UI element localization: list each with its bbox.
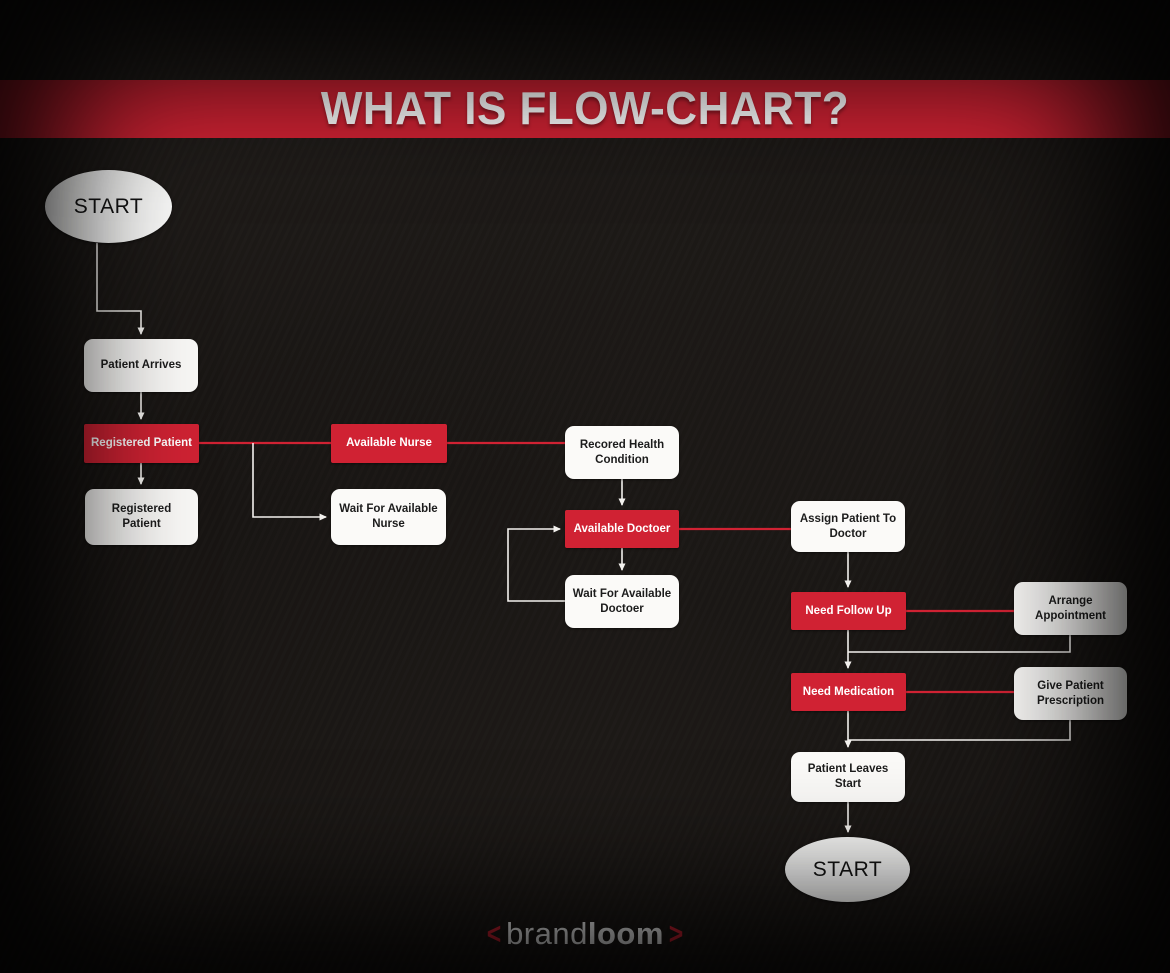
- node-wait-available-nurse-label: Wait For Available Nurse: [339, 503, 438, 530]
- node-available-doctoer-label: Available Doctoer: [573, 522, 671, 535]
- node-available-nurse-label: Available Nurse: [346, 437, 432, 450]
- node-available-doctoer: Available Doctoer: [565, 510, 679, 548]
- node-start-top-label: START: [73, 194, 144, 218]
- node-registered-patient-white: Registered Patient: [85, 489, 198, 545]
- node-assign-patient-to-doctor: Assign Patient To Doctor: [791, 501, 905, 552]
- node-patient-leaves-start-label: Patient Leaves Start: [807, 763, 889, 790]
- connector-wait-doctoer-loop-to-available-doctoer: [507, 525, 565, 602]
- logo-open-bracket-icon: <: [486, 916, 502, 951]
- node-available-nurse: Available Nurse: [331, 424, 447, 463]
- node-patient-arrives-label: Patient Arrives: [100, 359, 182, 372]
- connector-branch-to-wait-available-nurse: [252, 443, 327, 521]
- node-patient-arrives: Patient Arrives: [84, 339, 198, 392]
- node-need-medication: Need Medication: [791, 673, 906, 711]
- node-recored-health-condition: Recored Health Condition: [565, 426, 679, 479]
- title-band: WHAT IS FLOW-CHART?: [0, 80, 1170, 138]
- connector-arrange-appointment-return: [848, 634, 1071, 653]
- node-start-bottom: START: [785, 837, 910, 902]
- logo-loom-text: loom: [587, 916, 664, 951]
- connector-start-to-patient-arrives: [96, 243, 145, 335]
- page-title: WHAT IS FLOW-CHART?: [320, 82, 850, 135]
- connector-give-prescription-return: [848, 719, 1071, 741]
- node-need-medication-label: Need Medication: [802, 685, 895, 698]
- node-recored-health-condition-label: Recored Health Condition: [579, 438, 665, 466]
- node-need-follow-up: Need Follow Up: [791, 592, 906, 630]
- node-registered-patient-red: Registered Patient: [84, 424, 199, 463]
- node-assign-patient-to-doctor-label: Assign Patient To Doctor: [799, 512, 897, 540]
- node-need-follow-up-label: Need Follow Up: [805, 604, 892, 617]
- node-wait-available-nurse: Wait For Available Nurse: [331, 489, 446, 545]
- node-start-bottom-label: START: [812, 857, 883, 881]
- node-start-top: START: [45, 170, 172, 243]
- logo-brand-text: brand: [506, 916, 588, 951]
- node-arrange-appointment-label: Arrange Appointment: [1035, 594, 1106, 622]
- node-arrange-appointment: Arrange Appointment: [1014, 582, 1127, 635]
- node-patient-leaves-start: Patient Leaves Start: [791, 752, 905, 802]
- node-registered-patient-white-label: Registered Patient: [111, 503, 172, 530]
- node-give-patient-prescription-label: Give Patient Prescription: [1036, 679, 1105, 707]
- node-wait-available-doctoer: Wait For Available Doctoer: [565, 575, 679, 628]
- node-wait-available-doctoer-label: Wait For Available Doctoer: [572, 587, 672, 615]
- node-give-patient-prescription: Give Patient Prescription: [1014, 667, 1127, 720]
- node-registered-patient-red-label: Registered Patient: [91, 437, 192, 450]
- logo-close-bracket-icon: >: [668, 916, 684, 951]
